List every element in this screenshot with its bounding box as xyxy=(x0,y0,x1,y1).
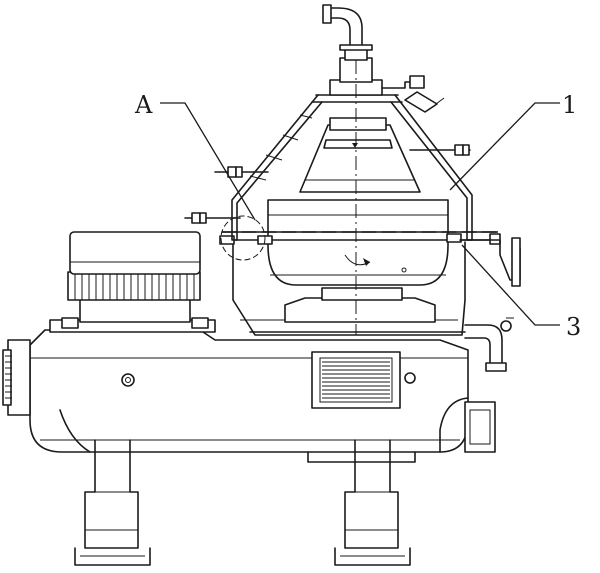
top-inlet xyxy=(322,4,445,113)
right-leg xyxy=(334,439,411,566)
left-bolts xyxy=(184,166,269,224)
detail-circle-a xyxy=(220,215,266,261)
separator-bowl xyxy=(267,199,449,286)
leader-1 xyxy=(449,102,560,191)
leader-3 xyxy=(461,244,560,326)
base-frame xyxy=(2,329,496,463)
label-1: 1 xyxy=(562,91,577,119)
right-bolts xyxy=(409,144,471,156)
label-a: A xyxy=(134,91,153,119)
left-leg xyxy=(74,439,151,566)
side-outlet xyxy=(459,237,521,287)
seal-band xyxy=(219,231,501,245)
motor xyxy=(49,231,216,333)
label-3: 3 xyxy=(566,313,581,341)
leader-a xyxy=(160,102,256,221)
hood-cover xyxy=(231,94,473,241)
lower-housing xyxy=(232,241,514,372)
inspection-window xyxy=(311,351,401,409)
